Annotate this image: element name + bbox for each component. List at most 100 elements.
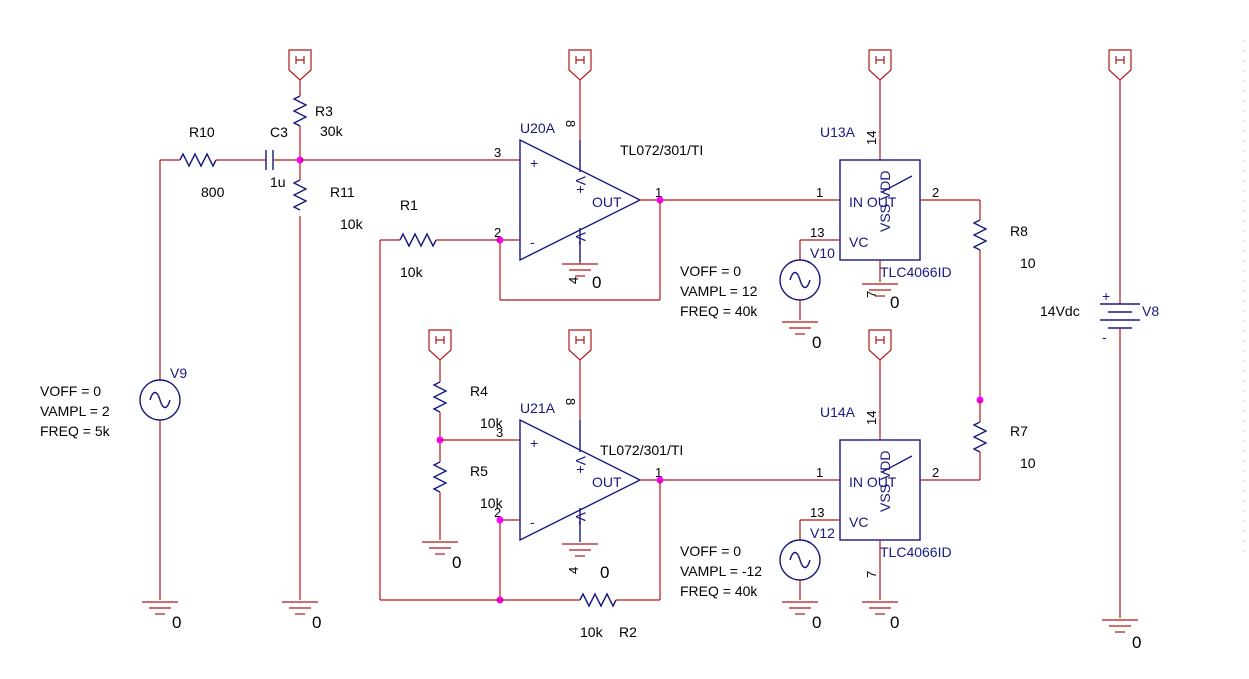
r2-value: 10k — [580, 624, 604, 640]
v9-vampl: VAMPL = 2 — [40, 403, 110, 419]
ground-label: 0 — [172, 613, 181, 632]
resistor-r4[interactable]: R4 10k — [428, 329, 504, 440]
resistor-r11[interactable]: 0 R11 10k — [281, 160, 364, 632]
capacitor-c3[interactable]: C3 1u — [260, 124, 300, 190]
pin-number: 1 — [816, 185, 823, 200]
pin-number: 1 — [655, 185, 662, 200]
opamp-model: TL072/301/TI — [620, 142, 703, 158]
in-out-label: IN OUT — [849, 194, 897, 210]
r5-value: 10k — [480, 495, 504, 511]
r8-name: R8 — [1010, 223, 1028, 239]
ground-label: 0 — [600, 563, 609, 582]
pin-number: 14 — [864, 131, 879, 145]
opamp-u21a[interactable]: 0 + - OUT V+ V- U21A TL072/301/TI 3 2 1 … — [494, 329, 683, 582]
r4-name: R4 — [470, 383, 488, 399]
v12-vampl: VAMPL = -12 — [680, 563, 762, 579]
switch-u13a[interactable]: IN OUT VC VSS VDD 0 U13A TLC4066ID 1 2 1… — [810, 49, 952, 312]
resistor-r3[interactable]: R3 30k — [288, 49, 344, 160]
switch-body — [839, 159, 921, 261]
junction-node — [496, 516, 504, 524]
v9-freq: FREQ = 5k — [40, 423, 111, 439]
v10-freq: FREQ = 40k — [680, 303, 758, 319]
ground-label: 0 — [890, 293, 899, 312]
r1-value: 10k — [400, 264, 424, 280]
ground-label: 0 — [812, 613, 821, 632]
pin-number: 2 — [494, 225, 501, 240]
switch-body — [839, 439, 921, 541]
resistor-r10[interactable]: R10 800 — [160, 124, 260, 200]
pin-number: 7 — [864, 291, 879, 298]
vss-vdd-label: VSS VDD — [877, 171, 893, 232]
ground-label: 0 — [312, 613, 321, 632]
v12-freq: FREQ = 40k — [680, 583, 758, 599]
r11-name: R11 — [330, 184, 355, 200]
pin-number: 2 — [932, 465, 939, 480]
pin-number: 4 — [566, 277, 581, 284]
source-v10[interactable]: 0 V10 VOFF = 0 VAMPL = 12 FREQ = 40k — [680, 239, 840, 352]
v10-vampl: VAMPL = 12 — [680, 283, 758, 299]
v10-voff: VOFF = 0 — [680, 263, 741, 279]
ground-label: 0 — [452, 553, 461, 572]
v8-name: V8 — [1142, 303, 1159, 319]
out-label: OUT — [592, 474, 622, 490]
pin-number: 1 — [816, 465, 823, 480]
u13a-name: U13A — [820, 124, 856, 140]
out-label: OUT — [592, 194, 622, 210]
resistor-r1[interactable]: R1 10k — [379, 197, 500, 600]
switch-u14a[interactable]: IN OUT VC VSS VDD 0 U14A TLC4066ID 1 2 1… — [810, 329, 952, 632]
vminus-label: V- — [573, 512, 589, 526]
c3-name: C3 — [270, 124, 288, 140]
u20a-name: U20A — [520, 120, 556, 136]
r4-value: 10k — [480, 415, 504, 431]
resistor-r8[interactable]: R8 10 — [972, 200, 1036, 400]
v9-voff: VOFF = 0 — [40, 383, 101, 399]
opamp-model: TL072/301/TI — [600, 442, 683, 458]
u21a-name: U21A — [520, 400, 556, 416]
switch-model: TLC4066ID — [880, 544, 952, 560]
pin-number: 3 — [496, 425, 503, 440]
v10-name: V10 — [810, 245, 835, 261]
pin-number: 2 — [494, 505, 501, 520]
pin-number: 13 — [810, 225, 824, 240]
r10-value: 800 — [201, 184, 225, 200]
r1-name: R1 — [400, 197, 418, 213]
pin-number: 14 — [864, 411, 879, 425]
v9-name: V9 — [170, 365, 187, 381]
resistor-r2[interactable]: 10k R2 — [579, 592, 660, 640]
plus-input-label: + — [530, 435, 538, 451]
vss-vdd-label: VSS VDD — [877, 451, 893, 512]
pin-number: 1 — [655, 465, 662, 480]
v8-value: 14Vdc — [1040, 303, 1080, 319]
pin-number: 4 — [566, 567, 581, 574]
opamp-u20a[interactable]: 0 + - OUT V+ V- U20A TL072/301/TI 3 2 1 … — [494, 49, 703, 292]
v12-name: V12 — [810, 525, 835, 541]
r7-name: R7 — [1010, 423, 1028, 439]
pin-number: 3 — [494, 145, 501, 160]
plus-input-label: + — [530, 155, 538, 171]
ground-label: 0 — [1132, 633, 1141, 652]
v12-voff: VOFF = 0 — [680, 543, 741, 559]
source-v8[interactable]: 0 + - 14Vdc V8 — [1040, 49, 1159, 652]
r5-name: R5 — [470, 463, 488, 479]
ground-label: 0 — [812, 333, 821, 352]
r11-value: 10k — [340, 216, 364, 232]
vminus-label: V- — [573, 232, 589, 246]
pin-number: 13 — [810, 505, 824, 520]
resistor-r7[interactable]: R7 10 — [972, 400, 1036, 480]
c3-value: 1u — [270, 174, 286, 190]
resistor-r5[interactable]: 0 R5 10k — [421, 440, 504, 572]
source-v12[interactable]: 0 V12 VOFF = 0 VAMPL = -12 FREQ = 40k — [680, 519, 840, 632]
vc-label: VC — [849, 234, 868, 250]
r7-value: 10 — [1020, 455, 1036, 471]
vplus-label: V+ — [573, 176, 589, 194]
r2-name: R2 — [619, 624, 637, 640]
v8-plus: + — [1102, 288, 1110, 304]
ground-label: 0 — [890, 613, 899, 632]
r3-value: 30k — [320, 123, 344, 139]
source-v9[interactable]: 0 V9 VOFF = 0 VAMPL = 2 FREQ = 5k — [40, 160, 187, 632]
pin-number: 8 — [563, 398, 578, 405]
u14a-name: U14A — [820, 404, 856, 420]
v8-minus: - — [1102, 329, 1107, 345]
r10-name: R10 — [189, 124, 215, 140]
